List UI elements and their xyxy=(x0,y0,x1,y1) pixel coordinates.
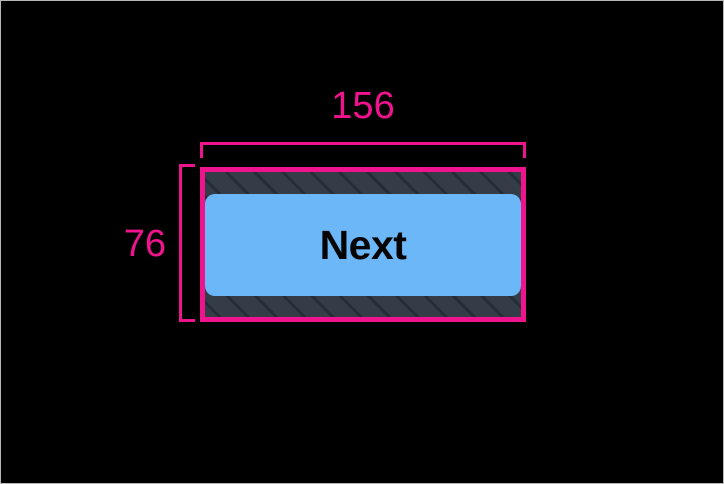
width-dimension-label: 156 xyxy=(331,85,395,127)
highlighted-element-bounds: Next xyxy=(200,167,526,322)
next-button[interactable]: Next xyxy=(205,194,521,296)
height-dimension-bracket xyxy=(179,164,195,322)
bottom-padding-hatch xyxy=(205,296,521,317)
top-padding-hatch xyxy=(205,172,521,194)
button-row: Next xyxy=(205,194,521,296)
width-dimension-bracket xyxy=(200,142,526,158)
button-container: Next xyxy=(205,172,521,317)
height-dimension-label: 76 xyxy=(123,223,166,265)
